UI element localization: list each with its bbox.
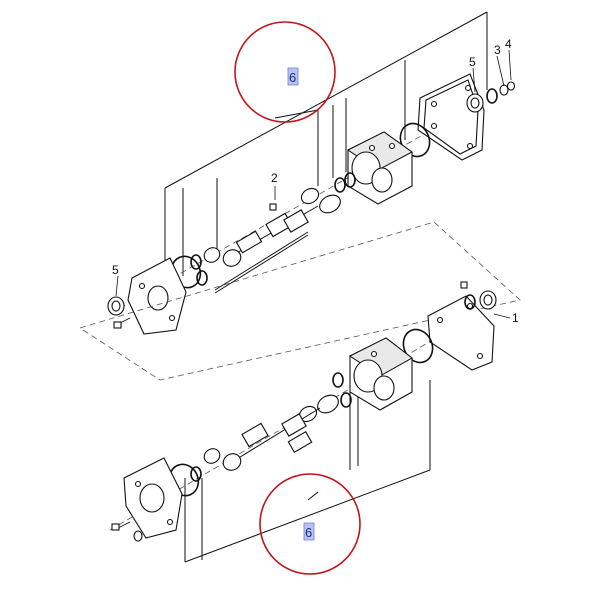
upper-pump-assembly [107, 11, 516, 335]
callout-labels: 3 4 5 2 5 1 [112, 37, 519, 325]
lower-gear-housing [349, 337, 413, 411]
callout-1: 1 [512, 311, 519, 325]
lower-front-flange [123, 457, 183, 539]
callout-2: 2 [271, 171, 278, 185]
upper-front-flange [127, 257, 187, 335]
upper-gear-set [214, 205, 319, 294]
callout-5-front: 5 [112, 263, 119, 277]
rear-cover-plate [417, 73, 485, 161]
upper-gear-housing [347, 131, 413, 205]
lower-rear-cover-plate [427, 295, 495, 371]
callout-4: 4 [505, 37, 512, 51]
assembly-boundary [79, 221, 521, 381]
lower-gear-set [231, 407, 321, 463]
callout-5-rear: 5 [469, 55, 476, 69]
highlight-label-lower: 6 [305, 525, 312, 540]
highlight-upper[interactable]: 6 [234, 21, 336, 123]
highlight-lower[interactable]: 6 [259, 473, 361, 575]
callout-3: 3 [494, 43, 501, 57]
highlight-label-upper: 6 [289, 70, 296, 85]
lower-pump-assembly [109, 281, 497, 563]
